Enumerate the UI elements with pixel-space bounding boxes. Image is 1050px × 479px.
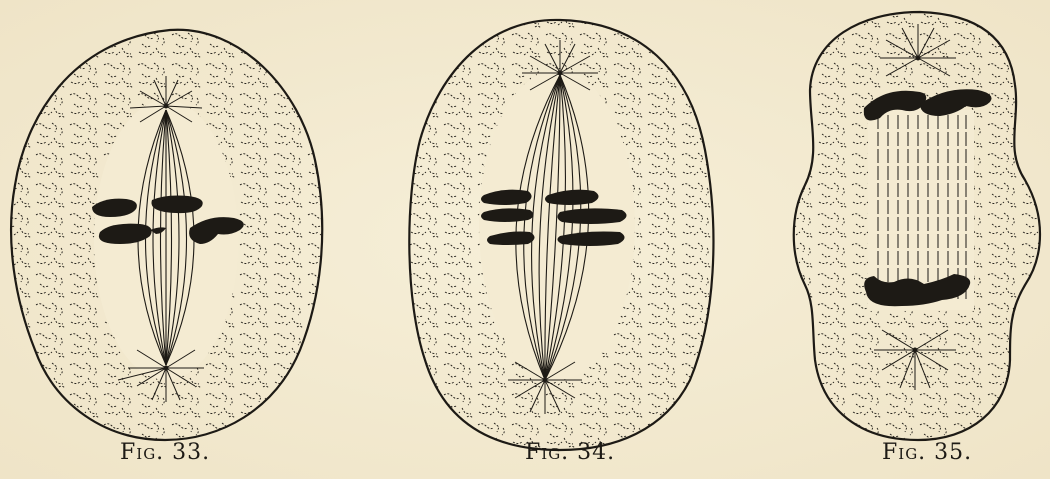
- centrosome: [164, 104, 169, 109]
- centrosome: [558, 71, 563, 76]
- centrosome: [916, 56, 921, 61]
- cell-figure-34: [409, 20, 713, 450]
- caption-fig-33: Fig. 33.: [120, 440, 210, 465]
- cell-figure-35: [794, 12, 1040, 440]
- centrosome: [164, 366, 169, 371]
- cell-figure-33: [11, 30, 322, 440]
- centrosome: [543, 378, 548, 383]
- caption-fig-34: Fig. 34.: [525, 440, 615, 465]
- caption-fig-35: Fig. 35.: [882, 440, 972, 465]
- centrosome: [913, 348, 918, 353]
